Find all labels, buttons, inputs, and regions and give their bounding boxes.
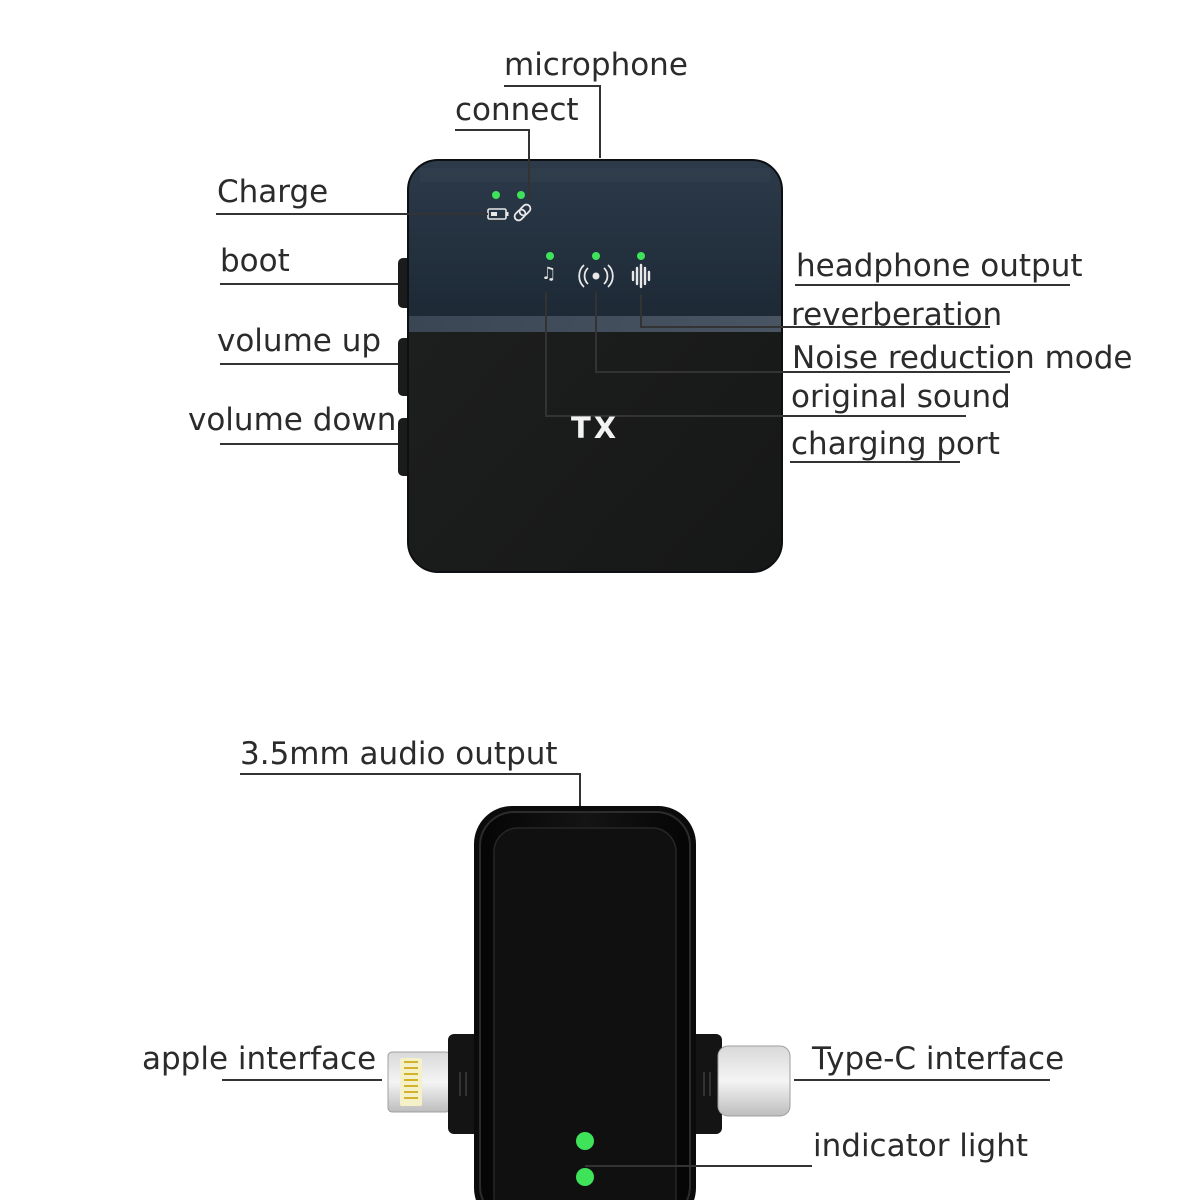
- receiver-device: [387, 806, 791, 1200]
- charge-led: [492, 191, 500, 199]
- soundwave-icon: [631, 263, 651, 289]
- broadcast-icon: [578, 264, 614, 288]
- label-connect: connect: [455, 92, 579, 128]
- music-note-icon: ♫: [541, 264, 557, 284]
- transmitter-leader-lines: [216, 85, 1070, 463]
- transmitter-device: [398, 159, 783, 573]
- noise-reduction-led: [592, 252, 600, 260]
- reverberation-led: [637, 252, 645, 260]
- receiver-leader-lines: [222, 773, 1050, 1167]
- label-charging-port: charging port: [791, 426, 1000, 462]
- label-audio-output: 3.5mm audio output: [240, 736, 558, 772]
- label-volume-down: volume down: [188, 402, 397, 438]
- original-sound-led: [546, 252, 554, 260]
- tx-mark: TX: [571, 411, 620, 445]
- label-indicator-light: indicator light: [813, 1128, 1029, 1164]
- label-volume-up: volume up: [217, 323, 382, 359]
- indicator-led-1: [576, 1132, 594, 1150]
- lightning-connector: [387, 1034, 480, 1134]
- connect-led: [517, 191, 525, 199]
- indicator-led-2: [576, 1168, 594, 1186]
- label-headphone-output: headphone output: [796, 248, 1083, 284]
- label-boot: boot: [220, 243, 290, 279]
- link-icon: [513, 203, 532, 222]
- label-apple-interface: apple interface: [142, 1041, 377, 1077]
- usb-c-connector: [690, 1034, 791, 1134]
- label-reverberation: reverberation: [791, 297, 1003, 333]
- label-charge: Charge: [217, 174, 329, 210]
- label-original-sound: original sound: [791, 379, 1011, 415]
- label-typec-interface: Type-C interface: [812, 1041, 1065, 1077]
- label-noise-reduction-mode: Noise reduction mode: [792, 340, 1133, 376]
- label-microphone: microphone: [504, 47, 688, 83]
